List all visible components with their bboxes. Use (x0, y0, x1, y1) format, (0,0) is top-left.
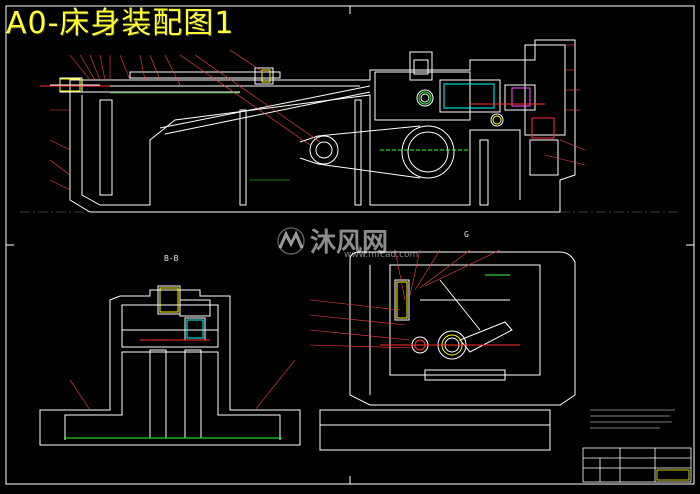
drawing-title: A0-床身装配图1 (6, 6, 235, 41)
dim-lines-top (110, 92, 290, 181)
watermark-url: www.mfcad.com (344, 250, 419, 260)
leader-lines-top (49, 44, 586, 191)
notes-block (590, 409, 675, 429)
title-block (582, 447, 692, 483)
watermark-brand: 沐风网 (310, 228, 389, 258)
view-g (319, 251, 576, 451)
section-b-b-colored (64, 287, 296, 439)
watermark: 沐风网 (276, 222, 388, 259)
mf-logo-icon (277, 226, 305, 255)
bed-main-view (50, 39, 576, 213)
main-view-colored-parts (40, 69, 555, 151)
view-label: G (464, 230, 469, 239)
view-g-colored (309, 249, 520, 356)
section-b-b (39, 285, 301, 446)
section-label: B-B (164, 254, 179, 263)
